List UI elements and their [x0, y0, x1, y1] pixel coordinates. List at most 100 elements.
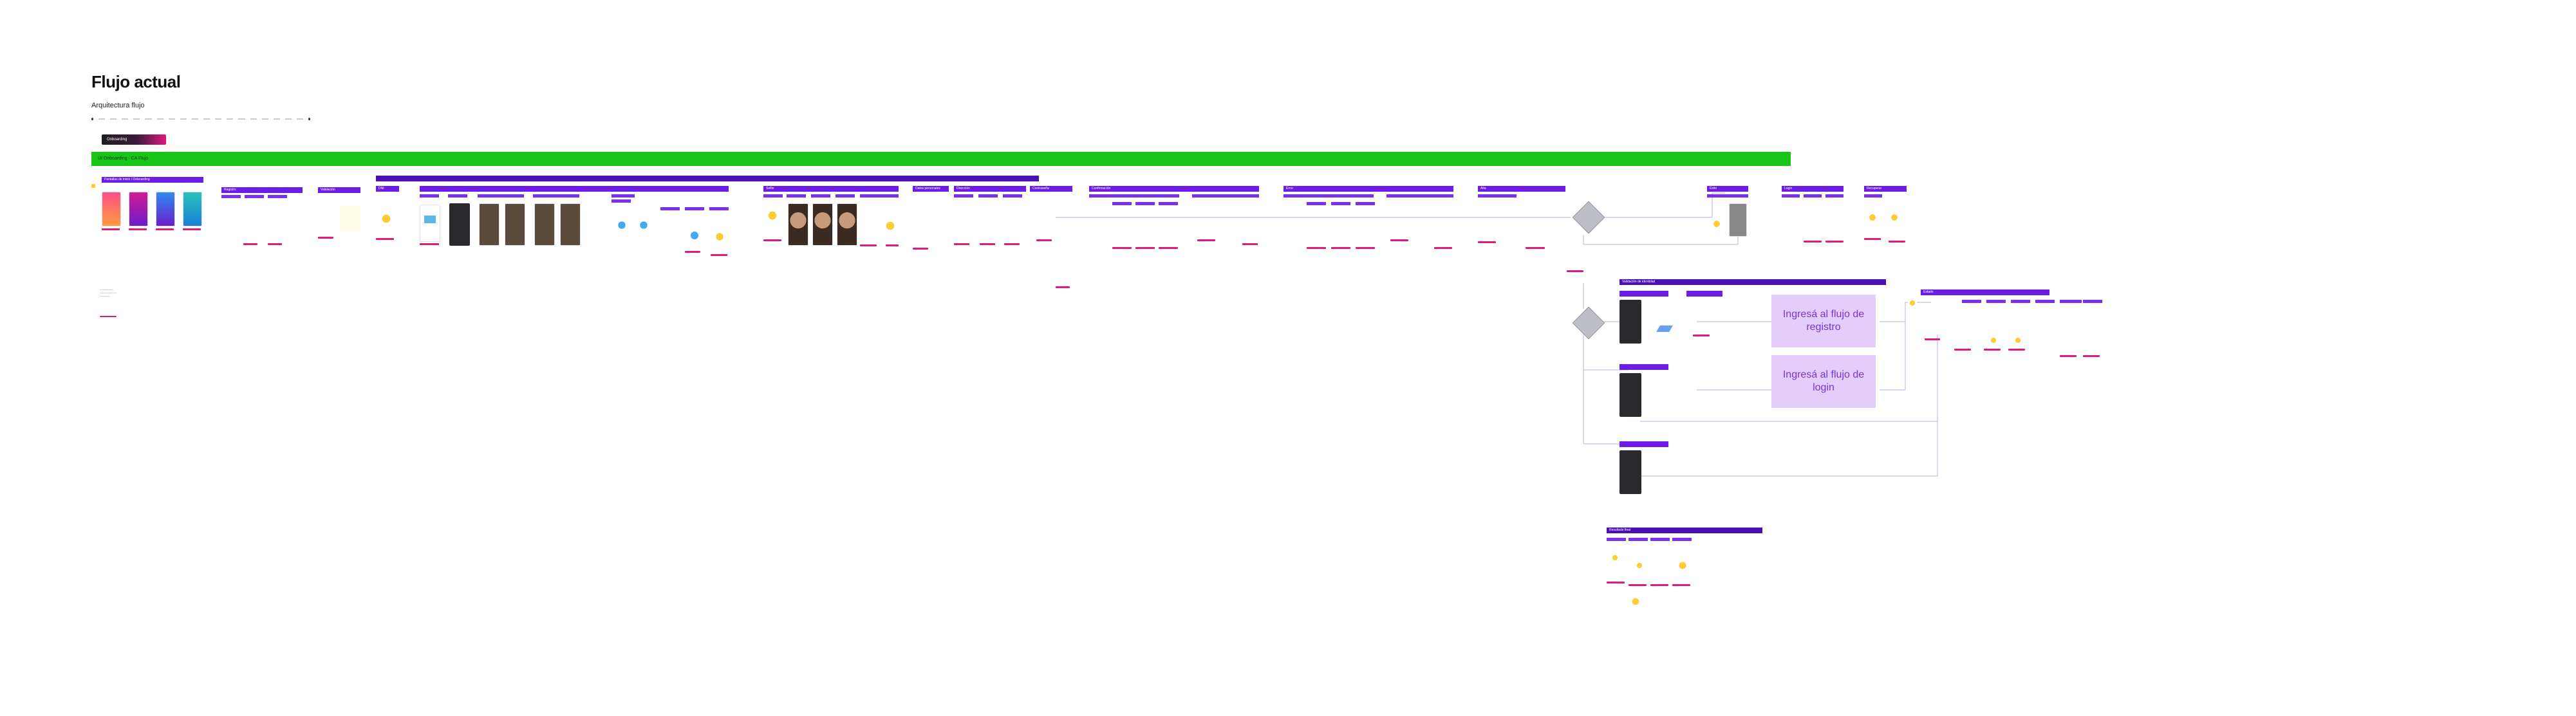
cta-marker: [420, 243, 439, 245]
illustration: [687, 229, 702, 242]
subheader: [1864, 194, 1882, 197]
cta-marker: [1607, 582, 1625, 583]
subheader: [787, 194, 806, 197]
page-subtitle: Arquitectura flujo: [91, 102, 145, 109]
cta-marker: [2060, 355, 2077, 357]
cta-marker: [1434, 247, 1452, 249]
subheader: [1782, 194, 1800, 197]
id-illustration: [378, 212, 394, 225]
cta-marker: [1864, 238, 1881, 240]
camera-screen-5[interactable]: [560, 203, 581, 246]
selfie-screen-2[interactable]: [812, 203, 833, 246]
subheader: [835, 194, 855, 197]
section-header-alta: Alta: [1478, 186, 1565, 192]
flow-box-registro: Ingresá al flujo de registro: [1771, 295, 1876, 347]
cta-marker: [1307, 247, 1326, 249]
cta-marker: [1197, 239, 1215, 241]
subheader: [420, 194, 439, 197]
illustration: [1889, 212, 1900, 223]
id-card-illustration: [637, 219, 650, 232]
subheader: [1607, 538, 1626, 541]
section-header-error: Error: [1283, 186, 1453, 192]
selfie-screen-3[interactable]: [837, 203, 857, 246]
illustration: [1629, 597, 1643, 606]
cta-marker: [1984, 349, 2001, 351]
promo-screen-1[interactable]: [102, 192, 121, 226]
cta-marker: [763, 239, 781, 241]
exito-screen[interactable]: [1729, 203, 1747, 237]
illustration: [1676, 560, 1689, 571]
subheader: [1356, 202, 1375, 205]
page-title: Flujo actual: [91, 72, 181, 91]
section-header-recuperar: Recuperar: [1864, 186, 1907, 192]
subheader: [1283, 194, 1374, 197]
subheader: [1672, 538, 1692, 541]
promo-screen-3[interactable]: [156, 192, 175, 226]
subheader: [954, 194, 973, 197]
subheader: [1003, 194, 1022, 197]
section-header-dni-band: [376, 176, 1039, 181]
section-header-direccion: Dirección: [954, 186, 1026, 192]
subheader: [1331, 202, 1350, 205]
onboarding-tag: Onboarding: [102, 134, 166, 145]
section-header-registro: Registro: [221, 187, 303, 193]
illustration: [713, 230, 726, 243]
promo-screen-4[interactable]: [183, 192, 202, 226]
id-card-illustration: [615, 219, 628, 232]
flow-green-bar: UI Onboarding · CA Flujo: [91, 152, 1791, 166]
cta-marker: [2083, 355, 2100, 357]
promo-screen-2[interactable]: [129, 192, 148, 226]
camera-screen-3[interactable]: [505, 203, 525, 246]
subheader: [763, 194, 783, 197]
illustration: [765, 209, 780, 222]
subheader: [1619, 441, 1668, 447]
cta-marker: [1629, 584, 1647, 586]
subheader: [268, 195, 287, 198]
section-header-dni: DNI: [376, 186, 399, 192]
cta-marker: [1825, 241, 1843, 243]
illustration: [1711, 219, 1722, 229]
subheader: [1619, 364, 1668, 370]
cta-marker: [1036, 239, 1052, 241]
selfie-screen-1[interactable]: [788, 203, 808, 246]
illustration: [1867, 212, 1878, 223]
subheader: [1135, 202, 1155, 205]
illustration: [1989, 336, 1998, 345]
camera-screen-1[interactable]: [449, 203, 470, 246]
camera-screen-4[interactable]: [534, 203, 555, 246]
subheader: [1307, 202, 1326, 205]
cta-marker: [980, 243, 995, 245]
dark-screen-3[interactable]: [1619, 450, 1641, 494]
dark-screen-1[interactable]: [1619, 300, 1641, 344]
subheader: [1707, 194, 1748, 197]
subheader: [533, 194, 579, 197]
subheader: [1386, 194, 1453, 197]
dark-screen-2[interactable]: [1619, 373, 1641, 417]
illustration: [1635, 561, 1644, 570]
cta-marker: [1693, 335, 1710, 336]
section-header-onboarding: Pantallas de inicio / Onboarding: [102, 177, 203, 183]
section-header-datos: Datos personales: [913, 186, 949, 192]
cta-marker: [183, 228, 201, 230]
subheader: [1159, 202, 1178, 205]
cta-marker: [860, 244, 877, 246]
section-header-contrasena: Contraseña: [1030, 186, 1072, 192]
cta-marker: [376, 238, 394, 240]
illustration: [2013, 336, 2022, 345]
cta-marker: [1954, 349, 1971, 351]
subheader: [709, 207, 729, 210]
dni-screen[interactable]: [420, 205, 440, 242]
subheader: [1962, 300, 1981, 303]
cta-marker: [711, 254, 727, 256]
section-header-selfie: Selfie: [763, 186, 899, 192]
section-header-camera: [420, 186, 729, 192]
cta-marker: [102, 228, 120, 230]
camera-screen-2[interactable]: [479, 203, 499, 246]
cta-marker: [1356, 247, 1375, 249]
cta-marker: [2008, 349, 2025, 351]
subheader: [811, 194, 830, 197]
subheader: [1650, 538, 1670, 541]
subheader: [478, 194, 524, 197]
cta-marker: [886, 244, 899, 246]
